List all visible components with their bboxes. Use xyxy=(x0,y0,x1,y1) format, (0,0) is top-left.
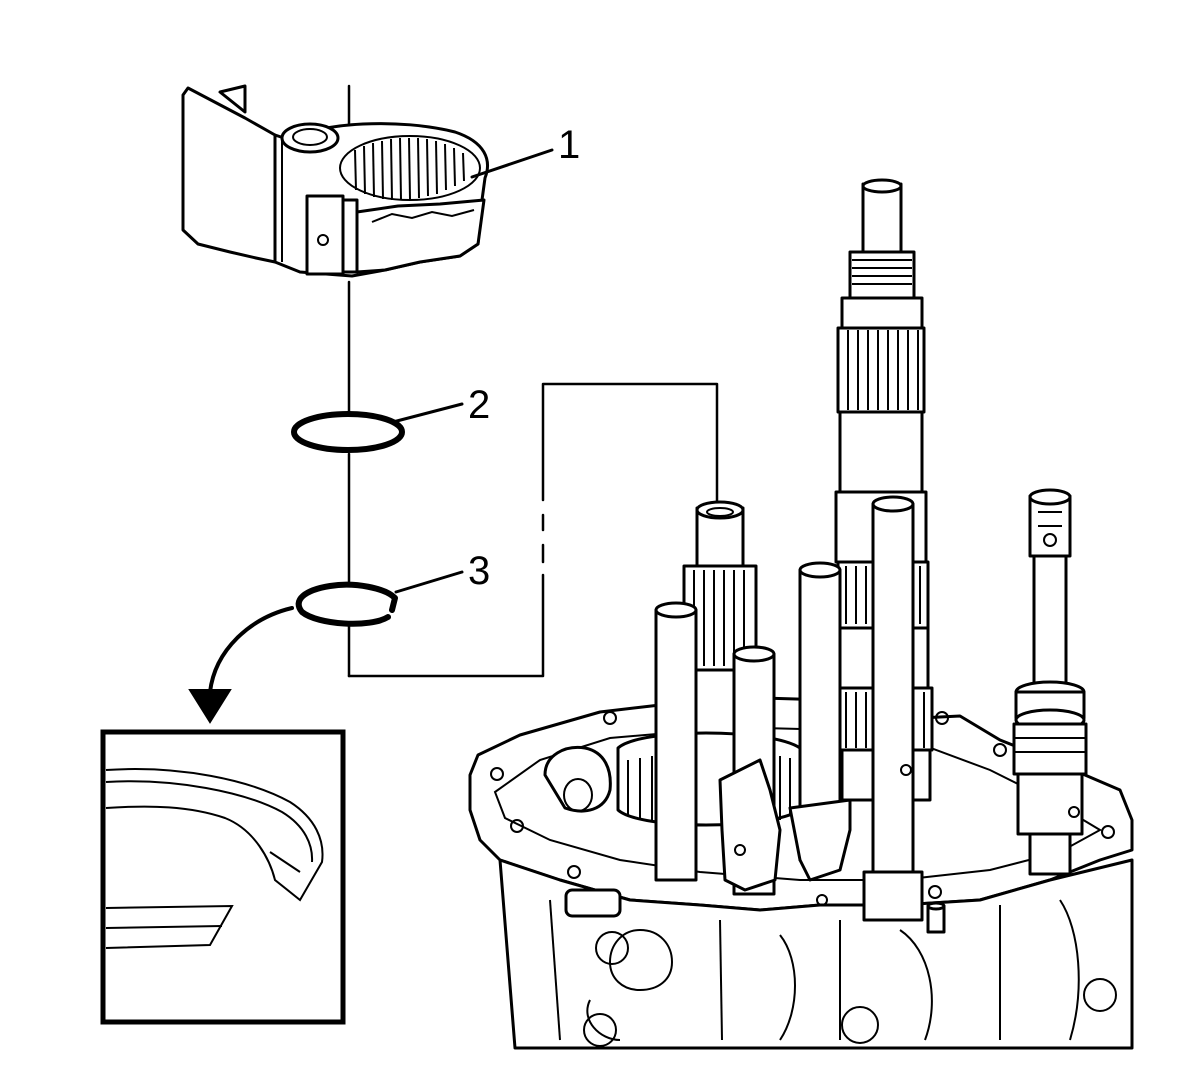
callout-group-2: 2 xyxy=(391,383,490,427)
callout-number-1: 1 xyxy=(558,123,580,167)
callout-number-3: 3 xyxy=(468,549,490,593)
shaft-connector-line xyxy=(347,382,719,678)
shift-forks xyxy=(718,758,924,922)
seal-ring-part-2 xyxy=(291,411,405,453)
callout-group-1: 1 xyxy=(470,123,580,179)
snap-ring-detail-inset xyxy=(100,729,346,1025)
detail-arrow xyxy=(188,606,294,724)
callout-number-2: 2 xyxy=(468,383,490,427)
callout-group-3: 3 xyxy=(394,549,490,594)
dowel-pin xyxy=(926,901,946,934)
detent-shaft xyxy=(1012,488,1088,876)
snap-ring-part-3 xyxy=(295,581,398,627)
gear-assembly-part-1 xyxy=(181,84,489,278)
